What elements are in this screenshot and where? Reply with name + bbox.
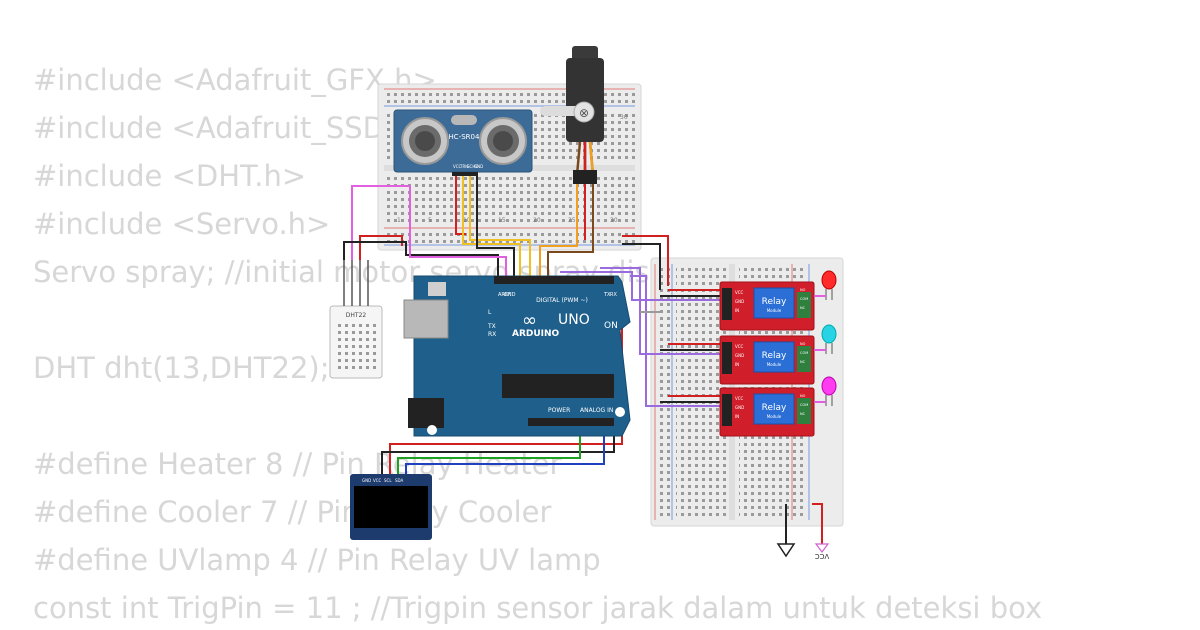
relay-pin-label: NC [800,306,806,310]
relay-label: Relay [762,403,787,413]
tx-led-label: TX [487,323,496,330]
pin-label: SCL [384,478,392,483]
code-line: #include <Servo.h> [33,207,331,241]
servo-motor: ⊗ [540,46,604,184]
code-line: #define UVlamp 4 // Pin Relay UV lamp [33,543,601,577]
led-magenta [814,376,837,406]
oled-display: GND VCC SCL SDA [350,474,432,540]
arduino-infinity-logo-icon: ∞ [522,310,537,331]
code-line: const int TrigPin = 11 ; //Trigpin senso… [33,591,1043,625]
breadboard-number: 10 [463,217,471,224]
relay-modules: RelayModuleVCCGNDINNOCOMNCRelayModuleVCC… [719,281,815,437]
relay-label: Relay [762,351,787,361]
relay-pin-label: NO [800,342,806,346]
arduino-brand-label: ARDUINO [512,329,560,339]
power-on-label: ON [604,321,618,331]
rx-label: RX [610,292,617,298]
led-red [814,270,837,300]
led-l-label: L [488,309,492,316]
pin-label: VCC [453,164,462,169]
relay-pin-label: IN [735,308,739,313]
servo-horn-icon: ⊗ [579,106,589,120]
relay-label: Relay [762,297,787,307]
relay-sub-label: Module [767,362,782,367]
relay-pin-label: COM [800,403,808,407]
code-line: DHT dht(13,DHT22); [33,351,330,385]
pin-label: SDA [395,478,404,483]
vcc-symbol: VCC [815,543,830,560]
breadboard-number: 30 [620,114,628,121]
relay-sub-label: Module [767,414,782,419]
pin-label: GND [474,164,483,169]
relay-pin-label: GND [735,405,744,410]
pin-label: ECHO [467,164,478,169]
breadboard-number: 5 [428,217,432,224]
pin-label: VCC [373,478,382,483]
relay-pin-label: NC [800,412,806,416]
analog-header-label: ANALOG IN [580,407,613,414]
aref-label: AREF [498,292,511,298]
digital-header-label: DIGITAL (PWM ~) [536,297,588,304]
pin-label: GND [362,478,371,483]
ground-symbol-icon [776,543,796,558]
relay-sub-label: Module [767,308,782,313]
breadboard-number: 30 [610,217,618,224]
code-line: #include <DHT.h> [33,159,307,193]
dht-model-label: DHT22 [346,312,367,319]
rx-led-label: RX [488,331,496,338]
relay-pin-label: VCC [735,396,744,401]
ultrasonic-sensor: HC-SR04 VCC TRIG ECHO GND [393,109,533,176]
breadboard-number: 1 [397,217,401,224]
relay-pin-label: VCC [735,344,744,349]
relay-pin-label: NC [800,360,806,364]
sensor-model-label: HC-SR04 [449,133,480,141]
relay-pin-label: NO [800,288,806,292]
relay-pin-label: IN [735,414,739,419]
vcc-label: VCC [815,552,830,560]
gnd-label: GND [504,292,516,298]
power-header-label: POWER [548,407,570,414]
tx-label: TX [603,292,611,298]
breadboard-number: 25 [568,217,576,224]
relay-pin-label: NO [800,394,806,398]
relay-pin-label: GND [735,353,744,358]
relay-pin-label: IN [735,362,739,367]
relay-pin-label: COM [800,351,808,355]
relay-pin-label: GND [735,299,744,304]
relay-pin-label: VCC [735,290,744,295]
breadboard-number: 20 [533,217,541,224]
led-cyan [814,324,837,354]
breadboard-number: 15 [498,217,506,224]
pin-label: TRIG [459,164,470,169]
arduino-uno: DIGITAL (PWM ~) AREF GND TX RX L TX RX ∞… [403,275,631,437]
relay-pin-label: COM [800,297,808,301]
dht22-sensor: DHT22 [329,260,383,379]
arduino-model-label: UNO [558,312,590,328]
